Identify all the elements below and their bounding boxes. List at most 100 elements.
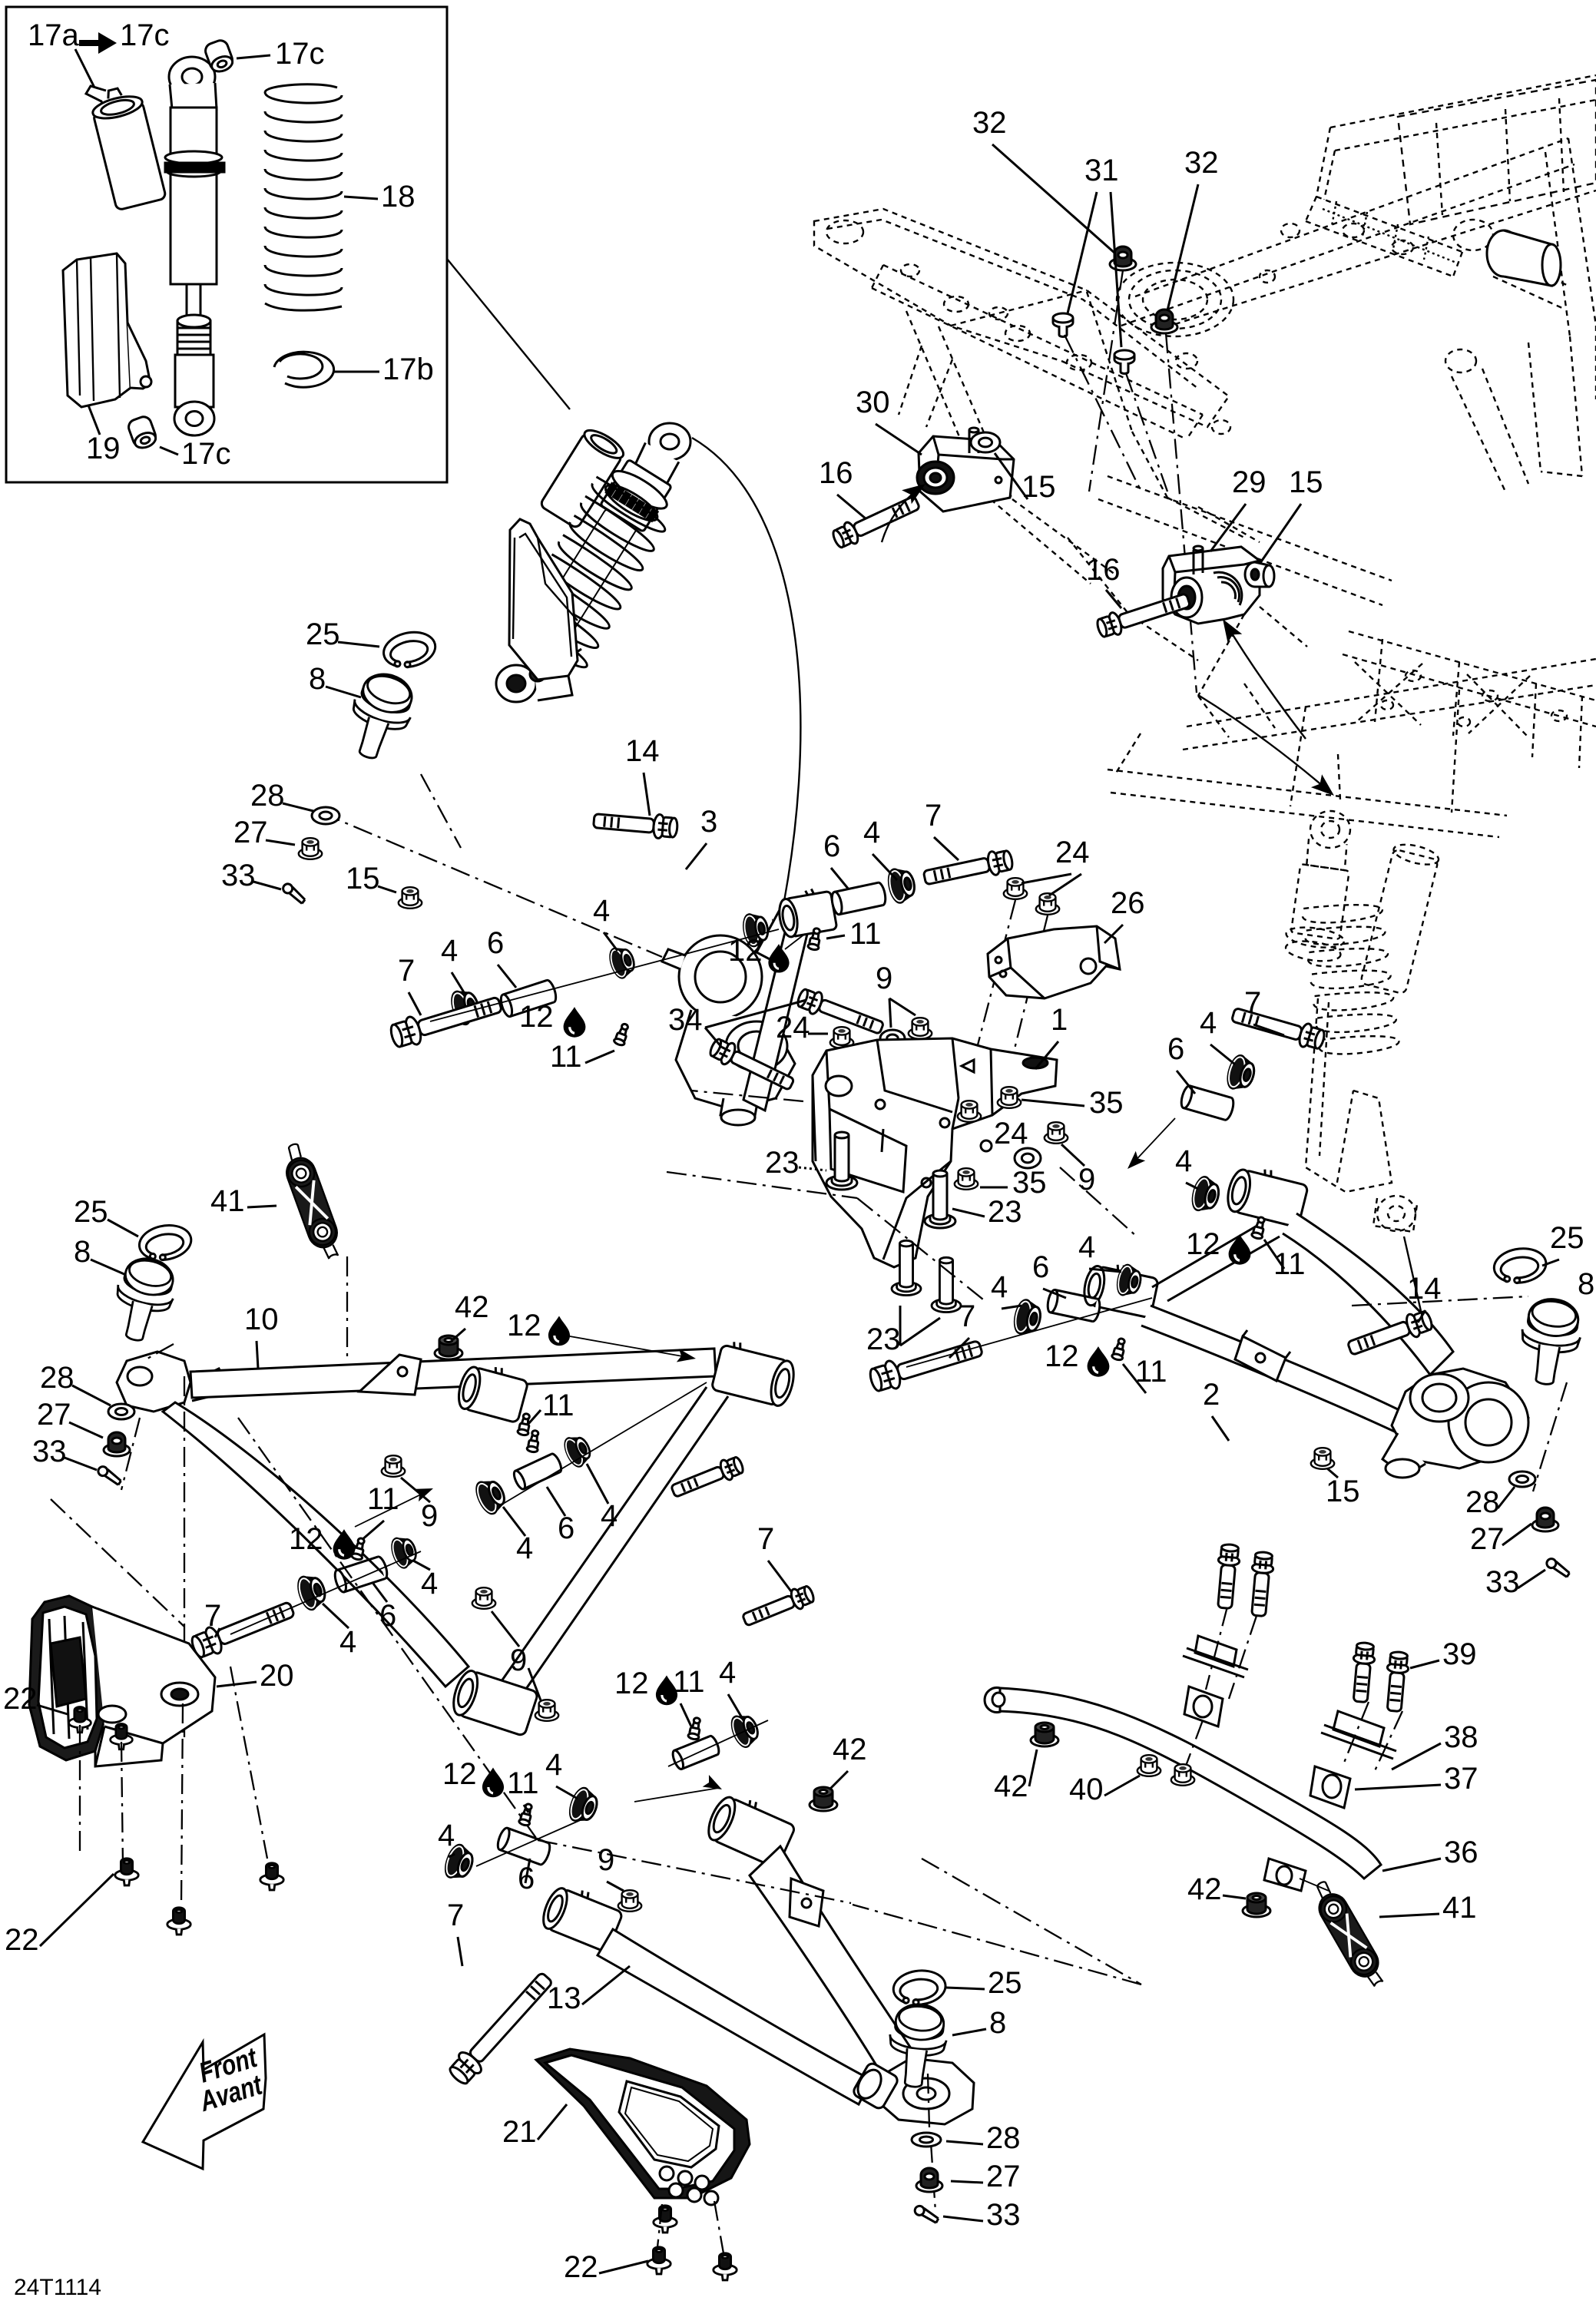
- svg-text:35: 35: [1012, 1166, 1047, 1200]
- svg-text:27: 27: [233, 816, 268, 849]
- svg-text:11: 11: [1135, 1355, 1167, 1389]
- svg-text:21: 21: [502, 2115, 537, 2149]
- svg-text:6: 6: [487, 926, 504, 960]
- svg-text:4: 4: [601, 1499, 618, 1533]
- svg-text:14: 14: [1407, 1272, 1442, 1306]
- svg-text:28: 28: [986, 2121, 1021, 2155]
- svg-text:33: 33: [986, 2198, 1021, 2232]
- svg-text:4: 4: [516, 1531, 533, 1565]
- svg-text:4: 4: [719, 1656, 736, 1690]
- svg-text:25: 25: [988, 1966, 1022, 2000]
- svg-text:12: 12: [728, 934, 763, 968]
- svg-text:33: 33: [1485, 1565, 1520, 1599]
- svg-text:4: 4: [421, 1567, 438, 1601]
- svg-text:4: 4: [991, 1270, 1008, 1304]
- svg-text:4: 4: [438, 1819, 455, 1852]
- svg-text:40: 40: [1069, 1773, 1104, 1806]
- svg-text:25: 25: [1550, 1221, 1584, 1255]
- svg-text:6: 6: [1167, 1032, 1184, 1066]
- svg-text:7: 7: [757, 1522, 774, 1556]
- svg-text:42: 42: [833, 1733, 867, 1766]
- svg-text:2: 2: [1203, 1378, 1220, 1412]
- svg-text:7: 7: [447, 1898, 464, 1932]
- svg-text:1: 1: [1051, 1003, 1068, 1037]
- svg-text:32: 32: [972, 106, 1007, 140]
- svg-text:25: 25: [306, 617, 340, 651]
- svg-text:24: 24: [994, 1117, 1028, 1150]
- svg-text:27: 27: [986, 2160, 1021, 2193]
- svg-text:12: 12: [1045, 1339, 1079, 1373]
- svg-text:16: 16: [819, 456, 853, 490]
- svg-text:9: 9: [598, 1843, 614, 1877]
- svg-text:34: 34: [668, 1003, 703, 1037]
- svg-text:7: 7: [925, 799, 942, 833]
- svg-text:4: 4: [593, 894, 610, 928]
- svg-text:17c: 17c: [120, 18, 170, 52]
- svg-text:8: 8: [309, 662, 326, 696]
- svg-text:23: 23: [988, 1195, 1022, 1229]
- svg-text:8: 8: [74, 1235, 91, 1269]
- svg-text:11: 11: [550, 1040, 582, 1074]
- svg-text:11: 11: [542, 1389, 574, 1422]
- svg-text:38: 38: [1444, 1720, 1478, 1754]
- svg-text:20: 20: [260, 1659, 294, 1693]
- svg-text:12: 12: [507, 1309, 541, 1342]
- svg-text:11: 11: [849, 917, 882, 951]
- svg-text:18: 18: [381, 180, 416, 214]
- svg-text:11: 11: [1273, 1247, 1306, 1281]
- svg-text:23: 23: [866, 1322, 901, 1356]
- svg-text:4: 4: [441, 934, 458, 968]
- svg-text:19: 19: [86, 432, 121, 465]
- svg-text:10: 10: [244, 1303, 279, 1336]
- svg-text:36: 36: [1444, 1836, 1478, 1869]
- svg-text:39: 39: [1442, 1637, 1477, 1671]
- svg-text:29: 29: [1232, 465, 1267, 499]
- svg-text:12: 12: [442, 1757, 477, 1791]
- svg-text:12: 12: [1186, 1227, 1220, 1261]
- svg-text:26: 26: [1111, 886, 1145, 920]
- svg-text:12: 12: [519, 1000, 554, 1034]
- svg-text:15: 15: [1326, 1475, 1360, 1508]
- svg-text:9: 9: [510, 1644, 527, 1677]
- svg-text:7: 7: [398, 954, 415, 988]
- svg-text:35: 35: [1089, 1086, 1124, 1120]
- svg-text:7: 7: [959, 1299, 975, 1333]
- svg-text:17b: 17b: [382, 353, 434, 386]
- svg-text:37: 37: [1444, 1762, 1478, 1796]
- svg-text:33: 33: [32, 1435, 67, 1468]
- svg-text:9: 9: [421, 1499, 438, 1533]
- svg-text:42: 42: [455, 1290, 489, 1324]
- svg-text:17c: 17c: [275, 37, 325, 71]
- svg-text:28: 28: [250, 779, 285, 813]
- svg-text:22: 22: [5, 1923, 39, 1957]
- svg-text:28: 28: [1465, 1485, 1500, 1519]
- svg-text:6: 6: [823, 829, 840, 863]
- svg-text:17c: 17c: [181, 437, 231, 471]
- svg-text:4: 4: [339, 1625, 356, 1659]
- svg-text:41: 41: [210, 1184, 245, 1218]
- svg-text:9: 9: [1078, 1163, 1095, 1197]
- svg-text:23: 23: [765, 1146, 800, 1180]
- svg-text:9: 9: [876, 962, 892, 995]
- svg-text:8: 8: [1578, 1267, 1594, 1301]
- svg-text:4: 4: [545, 1748, 562, 1782]
- svg-text:31: 31: [1084, 154, 1119, 187]
- svg-text:22: 22: [3, 1682, 38, 1716]
- svg-text:24: 24: [776, 1011, 810, 1044]
- svg-text:11: 11: [367, 1482, 399, 1516]
- svg-text:15: 15: [1289, 465, 1323, 499]
- svg-text:8: 8: [989, 2006, 1006, 2040]
- svg-text:16: 16: [1086, 553, 1121, 587]
- svg-text:27: 27: [37, 1398, 71, 1432]
- svg-text:14: 14: [625, 734, 660, 768]
- svg-text:12: 12: [289, 1522, 323, 1556]
- svg-text:4: 4: [1078, 1230, 1095, 1264]
- svg-text:28: 28: [40, 1361, 75, 1395]
- svg-text:33: 33: [221, 859, 256, 892]
- svg-text:42: 42: [1187, 1872, 1222, 1906]
- svg-text:42: 42: [994, 1769, 1028, 1803]
- svg-text:4: 4: [863, 816, 880, 849]
- svg-text:11: 11: [507, 1766, 539, 1800]
- svg-text:4: 4: [1200, 1006, 1217, 1040]
- svg-text:27: 27: [1470, 1522, 1505, 1556]
